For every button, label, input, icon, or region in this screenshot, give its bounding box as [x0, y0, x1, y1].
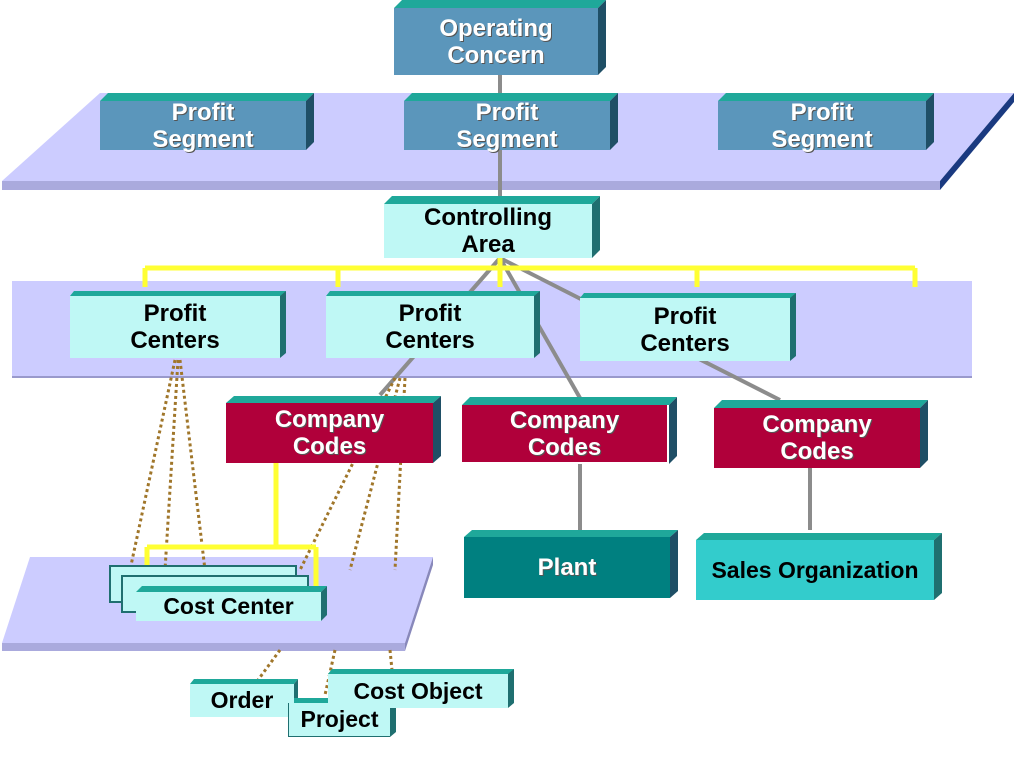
company-codes-box-3: Company Codes	[714, 408, 920, 468]
profit-centers-label: Profit Centers	[640, 302, 730, 357]
cost-object-label: Cost Object	[353, 677, 483, 704]
order-box: Order	[190, 684, 294, 717]
controlling-area-label: Controlling Area	[424, 204, 552, 258]
operating-concern-box: Operating Concern	[394, 8, 598, 75]
cost-center-label: Cost Center	[163, 593, 294, 619]
profit-centers-label: Profit Centers	[385, 300, 475, 354]
project-box: Project	[288, 703, 390, 737]
profit-centers-box-1: Profit Centers	[70, 296, 280, 358]
profit-centers-label: Profit Centers	[130, 300, 220, 354]
plant-label: Plant	[537, 554, 597, 581]
company-codes-box-2: Company Codes	[462, 405, 669, 464]
order-label: Order	[210, 687, 274, 713]
company-codes-label: Company Codes	[509, 406, 620, 461]
project-label: Project	[300, 706, 379, 732]
sales-organization-box: Sales Organization	[696, 540, 934, 600]
operating-concern-label: Operating Concern	[439, 14, 553, 69]
company-codes-label: Company Codes	[762, 411, 872, 465]
profit-centers-box-3: Profit Centers	[580, 298, 790, 361]
profit-segment-label: Profit Segment	[456, 98, 558, 153]
cost-center-box: Cost Center	[136, 592, 321, 621]
controlling-area-box: Controlling Area	[384, 204, 592, 258]
plant-box: Plant	[464, 537, 670, 598]
profit-segment-label: Profit Segment	[152, 98, 254, 153]
sales-organization-label: Sales Organization	[711, 556, 919, 583]
cost-object-box: Cost Object	[328, 674, 508, 708]
company-codes-box-1: Company Codes	[226, 403, 433, 463]
profit-segment-label: Profit Segment	[771, 98, 873, 153]
profit-segment-box-3: Profit Segment	[718, 98, 926, 153]
profit-segment-box-2: Profit Segment	[404, 98, 610, 153]
company-codes-label: Company Codes	[274, 406, 385, 460]
profit-segment-box-1: Profit Segment	[100, 98, 306, 153]
profit-centers-box-2: Profit Centers	[326, 296, 534, 358]
